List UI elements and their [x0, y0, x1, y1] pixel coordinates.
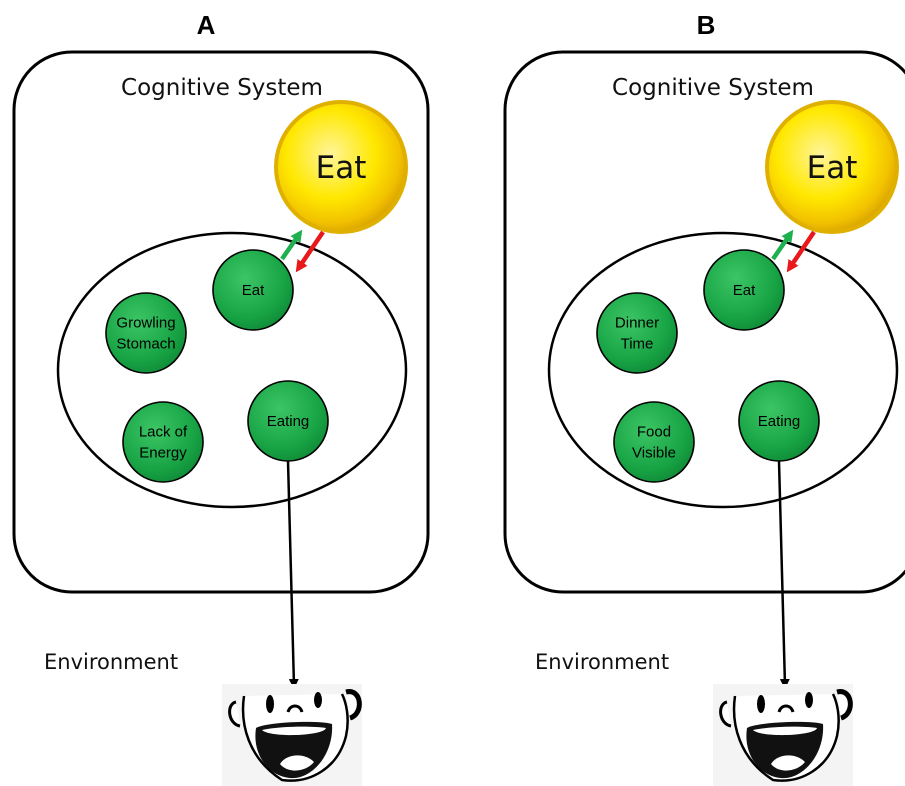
node-cue-1-circle [596, 292, 678, 374]
left-eye [266, 695, 274, 713]
right-ear [836, 689, 853, 721]
activation-arrow-up [771, 229, 794, 261]
node-cue-2-label-line-1: Lack of [139, 424, 188, 441]
node-cue-2-label-line-2: Energy [139, 445, 187, 462]
goal-circle [274, 100, 408, 234]
nose [286, 704, 304, 713]
tongue [771, 755, 805, 771]
teeth [262, 726, 326, 736]
happy-face-icon [222, 684, 362, 786]
feedback-arrow-down [786, 230, 816, 273]
right-ear [345, 689, 362, 721]
node-eating: Eating [247, 380, 329, 462]
node-cue-1-circle [105, 292, 187, 374]
node-cue-2-label-line-1: Food [637, 424, 671, 441]
node-cue-2-label-line-2: Visible [632, 445, 676, 462]
node-cue-2: Lack of Energy [122, 401, 204, 483]
left-ear [228, 700, 241, 728]
right-eye [805, 692, 813, 708]
happy-face-icon [713, 684, 853, 786]
node-eating-label-line-1: Eating [267, 413, 310, 430]
environment-label: Environment [535, 650, 669, 674]
node-cue-1-label-line-1: Growling [116, 315, 175, 332]
right-eye [314, 692, 322, 708]
activation-arrow-up [280, 229, 303, 261]
tongue [280, 755, 314, 771]
node-cue-1-label-line-2: Stomach [116, 336, 175, 353]
node-cue-1-label-line-2: Time [621, 336, 654, 353]
goal-label: Eat [316, 150, 367, 186]
left-ear [719, 700, 732, 728]
cognitive-system-title: Cognitive System [121, 75, 323, 101]
node-cue-1-label-line-1: Dinner [615, 315, 659, 332]
behavior-arrow [286, 460, 299, 689]
node-eat-label-line-1: Eat [733, 282, 756, 299]
node-cue-2-circle [122, 401, 204, 483]
panel-label-a: A [197, 10, 216, 40]
node-cue-2-circle [613, 401, 695, 483]
feedback-arrow-down [295, 230, 325, 273]
node-eating: Eating [738, 380, 820, 462]
cognitive-system-title: Cognitive System [612, 75, 814, 101]
goal-label: Eat [807, 150, 858, 186]
environment-label: Environment [44, 650, 178, 674]
mouth [746, 721, 824, 779]
goal-eat: Eat [274, 100, 408, 234]
node-eating-label-line-1: Eating [758, 413, 801, 430]
teeth [753, 726, 817, 736]
node-eat-circle [703, 249, 785, 331]
nose [777, 704, 795, 713]
goal-circle [765, 100, 899, 234]
node-eat: Eat [212, 249, 294, 331]
goal-eat: Eat [765, 100, 899, 234]
node-eat-circle [212, 249, 294, 331]
mouth [255, 721, 333, 779]
behavior-arrow [777, 460, 790, 689]
panel-label-b: B [697, 10, 716, 40]
left-eye [757, 695, 765, 713]
node-eat: Eat [703, 249, 785, 331]
node-eat-label-line-1: Eat [242, 282, 265, 299]
